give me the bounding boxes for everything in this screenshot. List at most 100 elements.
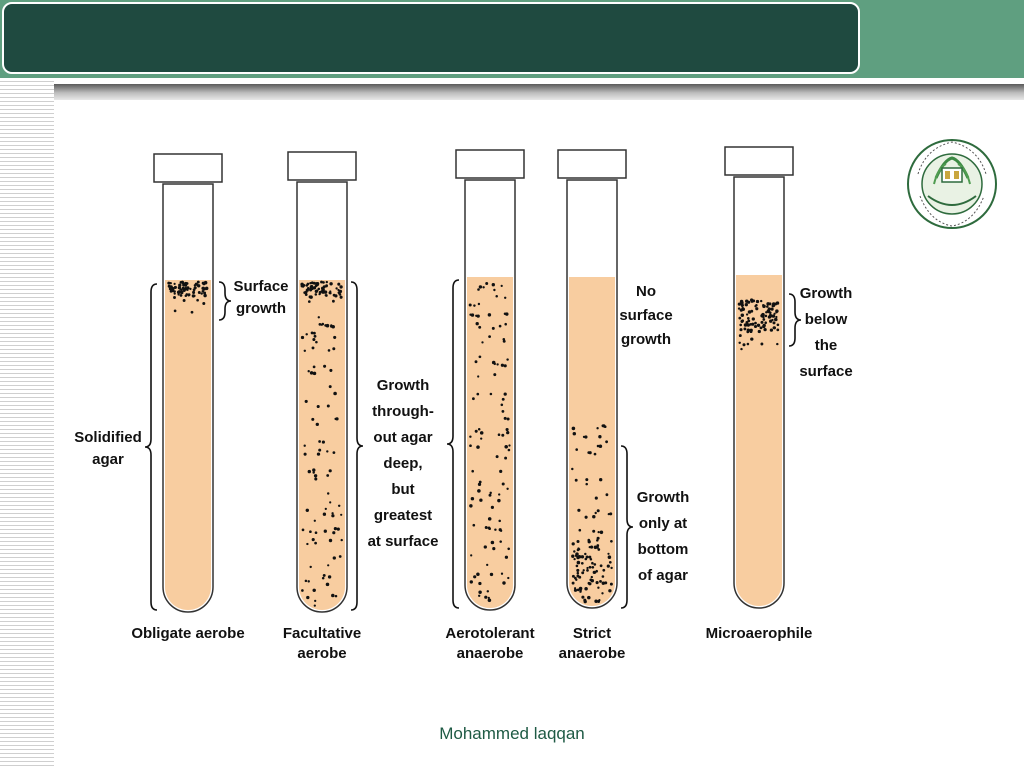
growth-dot (318, 440, 321, 443)
growth-dot (502, 339, 506, 343)
growth-dot (756, 323, 761, 328)
growth-dot (177, 293, 180, 296)
growth-dot (313, 282, 317, 285)
growth-dot (179, 290, 184, 295)
growth-dot (574, 554, 578, 557)
growth-dot (575, 448, 578, 451)
growth-dots (300, 280, 343, 607)
growth-dot (332, 451, 336, 454)
growth-dot (201, 286, 205, 290)
growth-dot (476, 392, 480, 396)
tube-label-strict-anaerobe: anaerobe (559, 645, 626, 662)
growth-dot (744, 303, 748, 307)
growth-dot (608, 589, 612, 593)
growth-dot (740, 313, 745, 318)
tube-label-facultative-aerobe: aerobe (297, 645, 346, 662)
growth-dot (471, 469, 474, 473)
growth-dot (500, 572, 504, 575)
growth-dot (469, 580, 473, 584)
agar-medium (299, 280, 345, 610)
growth-dot (482, 286, 485, 289)
growth-dot (318, 292, 321, 296)
growth-throughout-label: deep, (383, 455, 422, 472)
growth-dot (324, 294, 327, 297)
growth-bottom-label: bottom (638, 541, 689, 558)
growth-dot (313, 474, 318, 478)
growth-dot (754, 321, 757, 325)
growth-dot (775, 309, 779, 313)
growth-bottom-label: Growth (637, 489, 690, 506)
growth-dot (503, 364, 507, 368)
growth-dot (469, 504, 473, 508)
growth-dot (765, 311, 768, 314)
growth-dot (506, 487, 509, 490)
growth-dot (314, 599, 317, 603)
growth-dot (508, 444, 511, 447)
growth-dot (307, 580, 310, 583)
growth-dot (774, 317, 778, 322)
growth-dot (596, 444, 600, 448)
growth-dot (196, 280, 200, 284)
growth-dot (475, 322, 479, 326)
growth-dot (768, 302, 772, 306)
growth-dot (610, 566, 613, 570)
growth-dot (750, 299, 754, 303)
growth-dot (581, 595, 585, 599)
growth-dot (488, 493, 492, 497)
aerotolerant-bracket (446, 279, 460, 609)
growth-dot (755, 304, 758, 307)
growth-dot (469, 435, 472, 438)
growth-dot (332, 347, 336, 351)
no-surface-growth-label: growth (621, 331, 671, 348)
growth-dot (578, 528, 582, 532)
growth-dot (469, 444, 472, 448)
facultative-aerobe-tube (287, 151, 357, 613)
growth-throughout-label: at surface (368, 533, 439, 550)
growth-dot (185, 282, 189, 285)
growth-dot (312, 365, 316, 369)
growth-dot (596, 509, 600, 513)
tubes-layer (153, 146, 794, 613)
growth-dot (506, 358, 509, 361)
growth-dot (487, 598, 492, 603)
growth-dot (760, 299, 763, 303)
growth-dot (178, 283, 182, 287)
tube-label-aerotolerant-anaerobe: Aerotolerant (445, 625, 534, 642)
growth-dot (504, 445, 508, 449)
growth-dot (507, 576, 510, 580)
growth-dot (472, 523, 476, 527)
tube-cap (455, 149, 525, 179)
growth-dot (306, 282, 310, 286)
growth-dot (323, 290, 328, 294)
header-shadow-bar (0, 84, 1024, 100)
growth-dot (331, 514, 335, 518)
growth-dot (591, 561, 594, 565)
growth-dot (739, 302, 743, 306)
growth-dot (173, 309, 177, 313)
growth-below-surface-label: Growth (800, 285, 853, 302)
growth-dot (507, 547, 510, 551)
growth-dot (500, 284, 503, 288)
growth-dot (738, 316, 742, 320)
growth-dot (498, 519, 501, 523)
growth-dot (494, 528, 497, 531)
growth-dot (320, 323, 323, 326)
growth-dot (314, 293, 318, 296)
growth-dot (506, 430, 510, 434)
growth-dot (328, 291, 331, 295)
growth-dot (742, 343, 746, 347)
growth-dot (328, 538, 333, 543)
growth-dot (338, 555, 342, 558)
growth-dot (746, 323, 751, 327)
growth-dot (314, 289, 318, 294)
growth-dot (601, 592, 604, 595)
growth-dot (604, 581, 608, 585)
growth-dot (609, 512, 613, 516)
growth-dot (325, 323, 330, 328)
growth-dot (759, 326, 763, 330)
solidified-agar-label: agar (92, 451, 124, 468)
growth-dot (476, 572, 480, 576)
growth-below-surface-label: below (805, 311, 848, 328)
growth-dot (311, 346, 315, 350)
growth-dot (192, 290, 195, 294)
